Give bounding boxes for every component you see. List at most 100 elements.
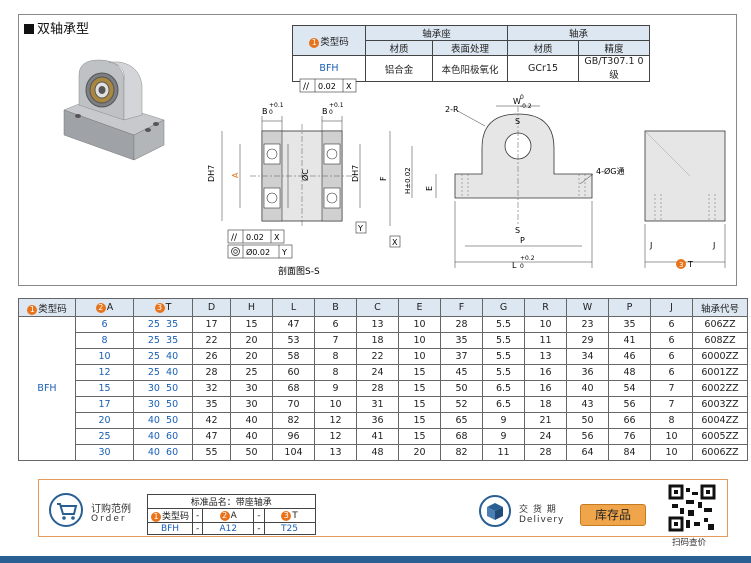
- table-cell: 47: [192, 428, 231, 445]
- table-cell: 41: [356, 428, 399, 445]
- table-cell: 25: [75, 428, 134, 445]
- table-cell: 9: [314, 380, 357, 397]
- table-cell: 16: [524, 380, 567, 397]
- scan-label: 扫码查价: [672, 538, 707, 548]
- spec-bearing-material-header: 材质: [507, 40, 579, 56]
- table-cell: 48: [608, 364, 651, 381]
- p-label: P: [520, 236, 525, 245]
- flatness-icon: //: [303, 82, 310, 92]
- table-cell: 25 35: [133, 332, 193, 349]
- d-h7-right: DH7: [351, 165, 360, 182]
- b-label-right: B: [322, 107, 328, 116]
- table-cell: 5.5: [482, 316, 525, 333]
- order-title-cn: 订购范例: [91, 504, 131, 515]
- table-cell: 30: [230, 396, 273, 413]
- table-cell: 68: [272, 380, 315, 397]
- datum-y: Y: [357, 224, 363, 233]
- table-cell: 15: [398, 380, 441, 397]
- table-cell: 24: [356, 364, 399, 381]
- table-cell: 15: [398, 364, 441, 381]
- tol-flat: 0.02: [318, 82, 336, 91]
- table-cell: 9: [482, 428, 525, 445]
- qr-code-icon[interactable]: [668, 484, 716, 532]
- stock-badge: 库存品: [580, 504, 646, 526]
- r-label: 2-R: [445, 105, 459, 114]
- table-cell: 52: [440, 396, 483, 413]
- b-tol-zero-right: 0: [329, 109, 333, 116]
- table-cell: 12: [314, 412, 357, 429]
- table-cell: 8: [314, 364, 357, 381]
- s-label-top: S: [515, 117, 520, 126]
- table-cell: 7: [650, 380, 693, 397]
- table-cell: 46: [608, 348, 651, 365]
- table-cell: 10: [650, 444, 693, 461]
- section-view: [221, 116, 361, 228]
- table-cell: 12: [75, 364, 134, 381]
- b-tol-zero-left: 0: [269, 109, 273, 116]
- w-label: W: [513, 97, 521, 106]
- order-title-en: Order: [91, 514, 127, 524]
- table-cell: 10: [650, 428, 693, 445]
- table-cell: 20: [75, 412, 134, 429]
- table-cell: 10: [398, 316, 441, 333]
- h-label: H±0.02: [404, 167, 412, 194]
- parallel-icon: //: [231, 233, 238, 243]
- table-cell: 6000ZZ: [692, 348, 748, 365]
- table-cell: 26: [192, 348, 231, 365]
- table-cell: 16: [524, 364, 567, 381]
- order-dash-4: -: [253, 522, 265, 535]
- table-cell: 66: [608, 412, 651, 429]
- table-cell: 6006ZZ: [692, 444, 748, 461]
- table-cell: 6.5: [482, 396, 525, 413]
- order-dash-2: -: [253, 508, 265, 523]
- table-cell: 50: [566, 412, 609, 429]
- delivery-cn: 交 货 期: [519, 505, 557, 515]
- table-cell: 30: [230, 380, 273, 397]
- table-cell: 30: [75, 444, 134, 461]
- d-h7-left: DH7: [207, 165, 216, 182]
- table-cell: 64: [566, 444, 609, 461]
- table-cell: 606ZZ: [692, 316, 748, 333]
- table-header-13: P: [608, 298, 651, 317]
- table-cell: 15: [398, 396, 441, 413]
- table-cell: 30 50: [133, 380, 193, 397]
- table-cell: 21: [524, 412, 567, 429]
- table-cell: 50: [440, 380, 483, 397]
- table-cell: 56: [566, 428, 609, 445]
- table-cell: 13: [314, 444, 357, 461]
- drawing-frame: [18, 14, 737, 286]
- table-cell: 40: [230, 428, 273, 445]
- order-dash-1: -: [192, 508, 204, 523]
- spec-precision-header: 精度: [578, 40, 650, 56]
- table-cell: 43: [566, 396, 609, 413]
- delivery-en: Delivery: [519, 515, 565, 525]
- delivery-box-icon: [479, 495, 511, 527]
- table-cell: 35: [440, 332, 483, 349]
- table-cell: 15: [75, 380, 134, 397]
- table-cell: 36: [356, 412, 399, 429]
- t-label: T: [687, 260, 693, 269]
- table-cell: 36: [566, 364, 609, 381]
- table-cell: 8: [650, 412, 693, 429]
- table-cell: 30 50: [133, 396, 193, 413]
- tol-perp: 0.02: [246, 233, 264, 242]
- f-label: F: [379, 176, 388, 181]
- table-header-11: R: [524, 298, 567, 317]
- table-type-value: BFH: [18, 316, 76, 461]
- j-label-left: J: [649, 241, 652, 250]
- table-cell: 104: [272, 444, 315, 461]
- table-cell: 10: [75, 348, 134, 365]
- table-cell: 35: [608, 316, 651, 333]
- table-cell: 6004ZZ: [692, 412, 748, 429]
- table-header-14: J: [650, 298, 693, 317]
